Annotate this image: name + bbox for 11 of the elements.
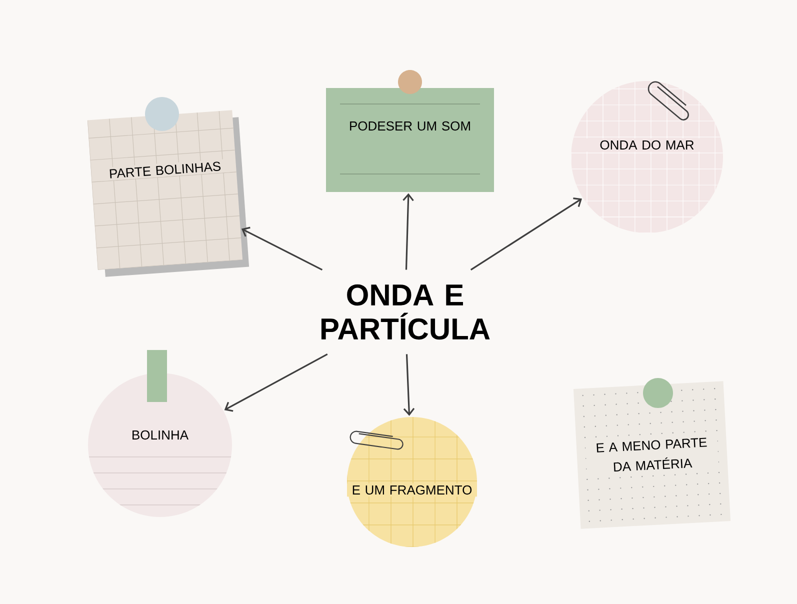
round-note: ONDA DO MAR: [571, 81, 723, 233]
note-card: PARTE BOLINHAS: [87, 110, 243, 270]
arrow: [241, 226, 323, 270]
note-card: PODESER UM SOM: [326, 88, 494, 192]
arrow: [403, 354, 415, 416]
round-note: BOLINHA: [88, 373, 232, 517]
arrow: [402, 193, 414, 270]
arrow: [224, 353, 328, 412]
topic-title: ONDA E PARTÍCULA: [321, 284, 490, 340]
round-note: E UM FRAGMENTO: [347, 416, 477, 547]
arrow: [470, 198, 582, 270]
